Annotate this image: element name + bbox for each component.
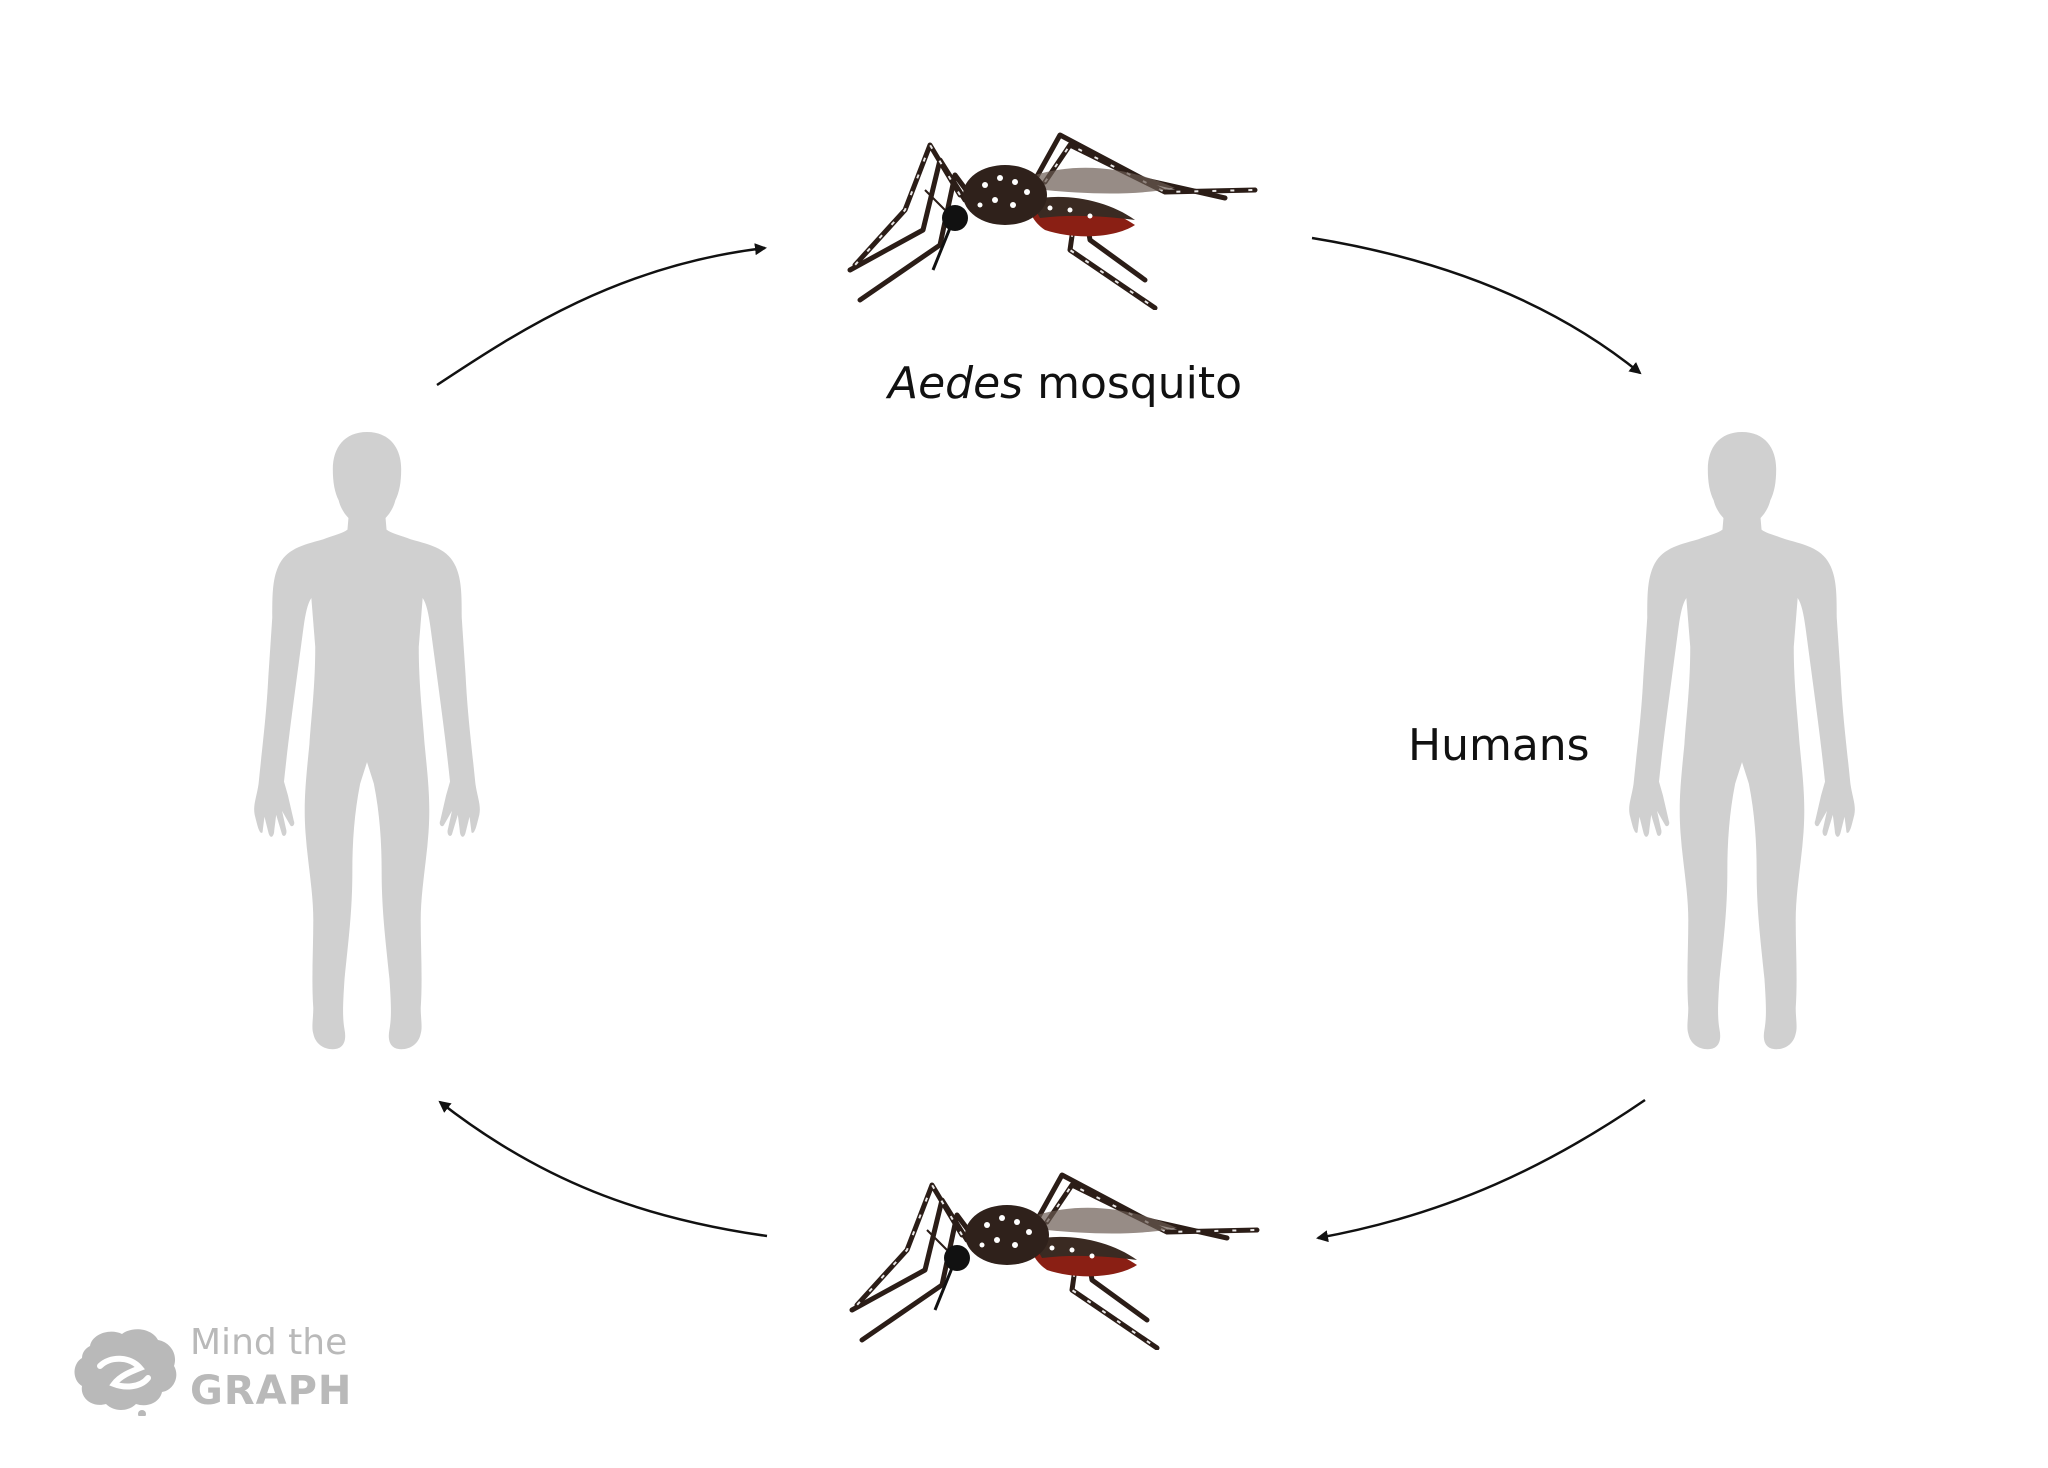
mind-the-graph-logo: Mind the GRAPH: [70, 1322, 370, 1422]
human-silhouette-icon: [1629, 432, 1855, 1050]
arrow-bottom-mosquito-to-left-human: [438, 1100, 768, 1238]
mosquito-label: Aedes mosquito: [888, 362, 1242, 406]
arrow-right-human-to-bottom-mosquito: [1316, 1098, 1646, 1243]
brain-logo-icon: [70, 1326, 180, 1416]
mosquito-icon: [850, 135, 1255, 308]
human-silhouette-icon: [254, 432, 480, 1050]
arrow-left-human-to-top-mosquito: [436, 243, 767, 387]
humans-label: Humans: [1408, 720, 1590, 771]
mosquito-icon: [852, 1175, 1257, 1348]
mosquito-genus-text: Aedes: [888, 358, 1024, 409]
logo-text-line1: Mind the: [190, 1322, 348, 1363]
logo-text-line2: GRAPH: [190, 1368, 353, 1414]
mosquito-common-text: mosquito: [1023, 358, 1242, 409]
arrow-top-mosquito-to-right-human: [1311, 236, 1642, 375]
